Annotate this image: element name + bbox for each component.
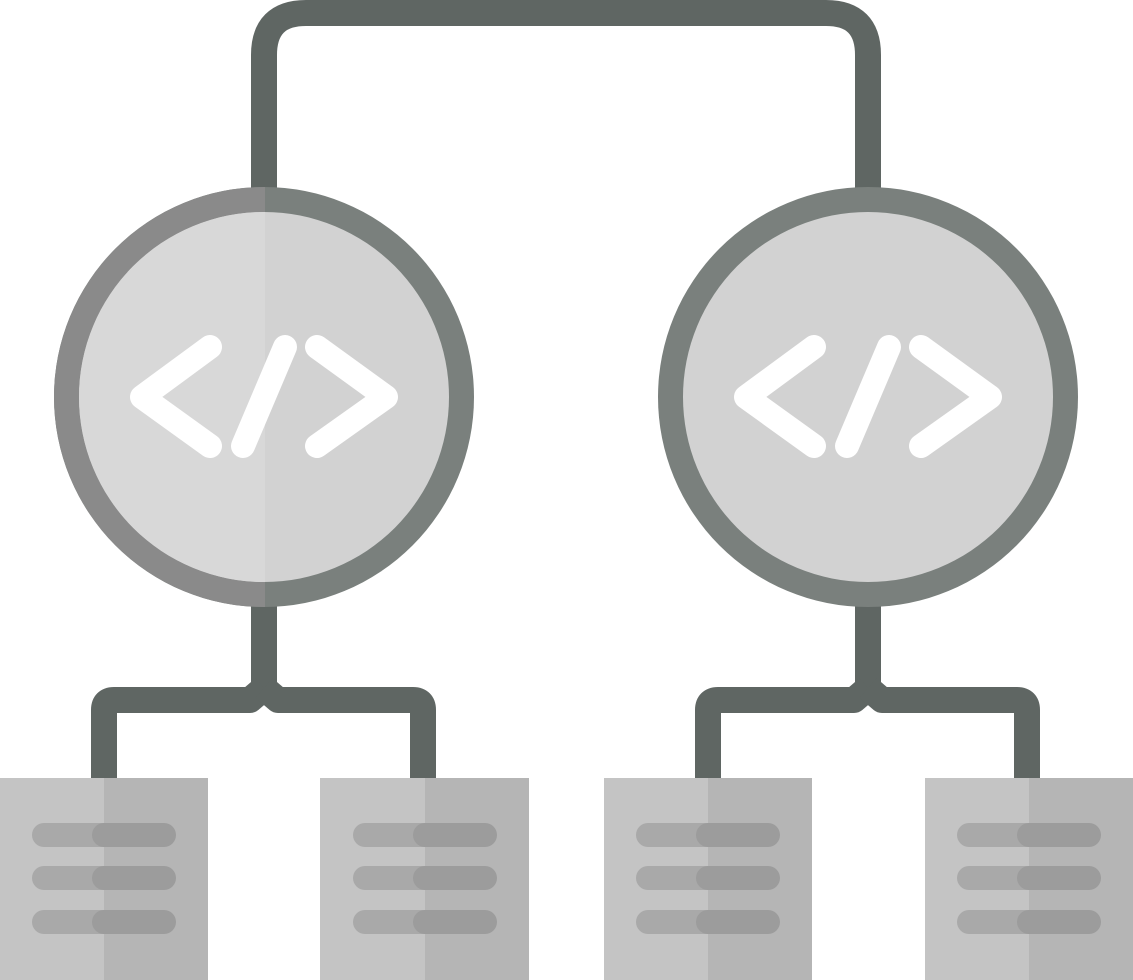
left-branch-connector <box>91 600 436 785</box>
code-node-right <box>658 187 1078 607</box>
top-connector-line <box>251 0 881 190</box>
code-node-left <box>54 187 474 607</box>
document-icon <box>604 778 812 980</box>
document-icon <box>925 778 1133 980</box>
code-brackets-icon <box>734 335 1002 458</box>
right-branch-connector <box>695 600 1040 785</box>
code-brackets-icon <box>130 335 398 458</box>
document-icon <box>0 778 208 980</box>
document-icon <box>320 778 529 980</box>
